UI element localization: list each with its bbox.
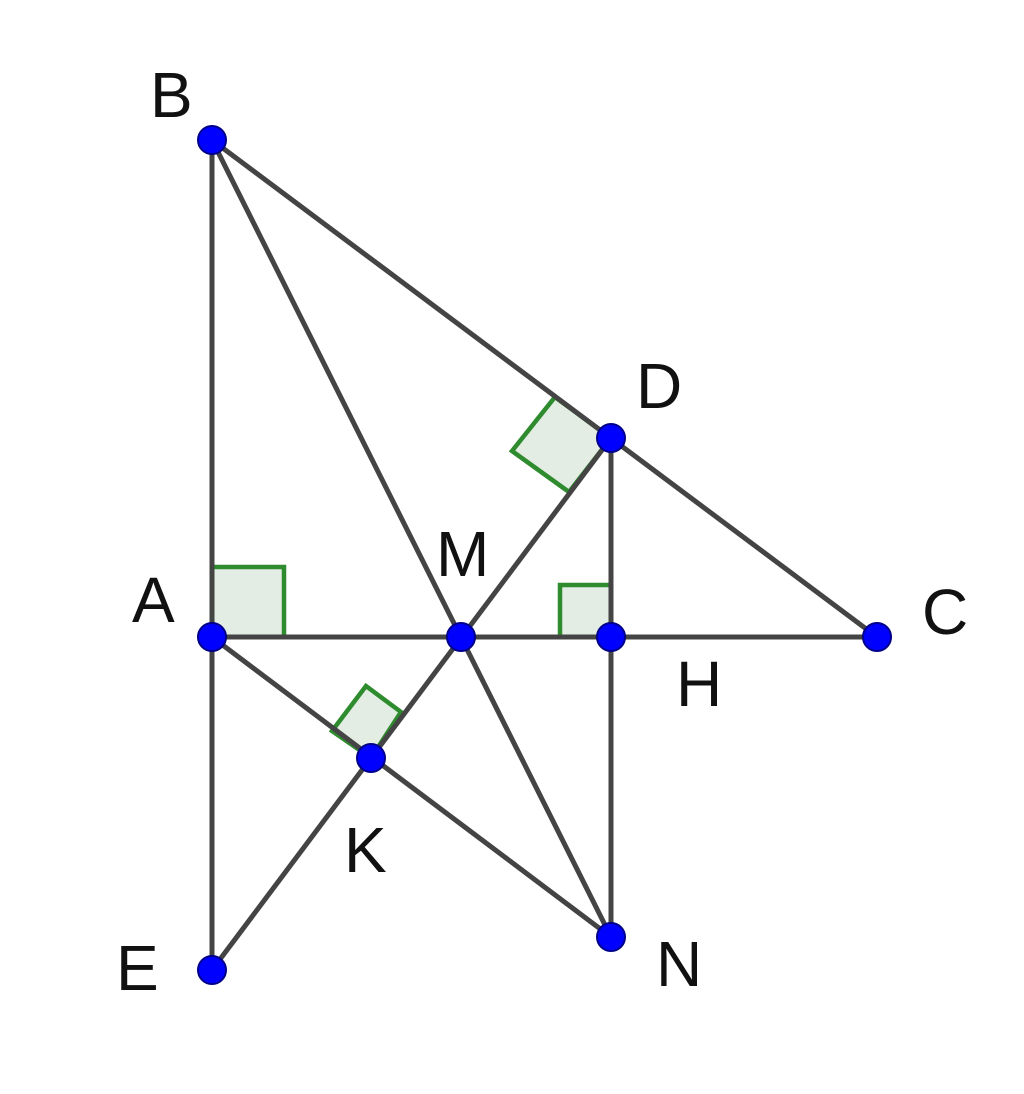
label-D: D <box>636 350 682 422</box>
point-K <box>356 743 386 773</box>
labels: B D M A C H K E N <box>116 59 968 1004</box>
label-C: C <box>922 576 968 648</box>
segment-DE <box>209 435 614 973</box>
point-H <box>596 622 626 652</box>
points <box>197 125 892 985</box>
label-H: H <box>676 648 722 720</box>
label-M: M <box>436 518 489 590</box>
point-C <box>862 622 892 652</box>
point-N <box>596 922 626 952</box>
segments <box>209 137 880 973</box>
point-D <box>596 423 626 453</box>
label-N: N <box>656 928 702 1000</box>
label-E: E <box>116 932 159 1004</box>
label-K: K <box>344 814 387 886</box>
right-angle-A <box>209 564 287 640</box>
right-angle-D <box>508 393 615 496</box>
point-E <box>197 955 227 985</box>
label-B: B <box>150 59 193 131</box>
label-A: A <box>132 564 175 636</box>
segment-BN <box>209 137 614 940</box>
segment-BC <box>209 137 880 640</box>
point-B <box>197 125 227 155</box>
point-A <box>197 622 227 652</box>
segment-AN <box>209 634 614 940</box>
point-M <box>446 622 476 652</box>
